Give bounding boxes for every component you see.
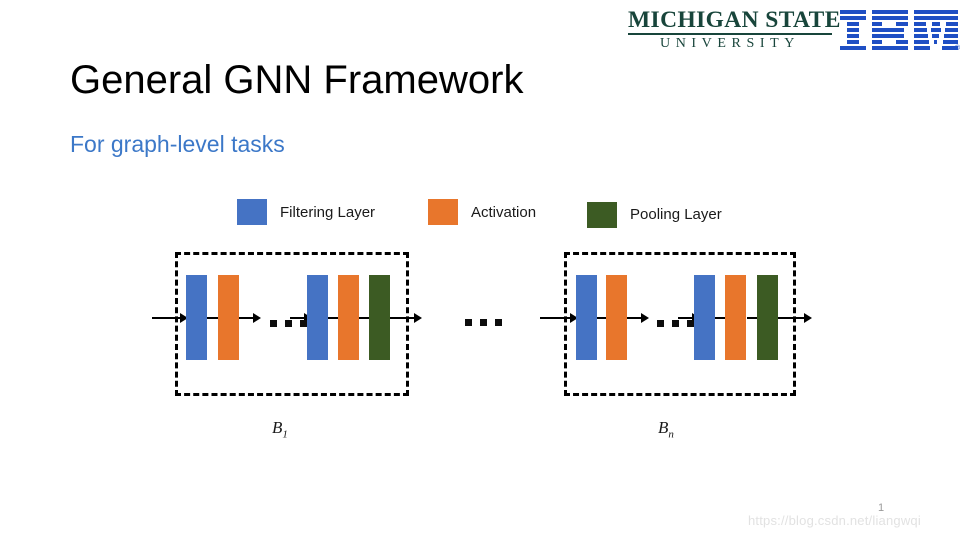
legend-swatch-1 — [428, 199, 458, 225]
flow-arrow-2 — [239, 313, 261, 323]
ibm-trademark-icon: ® — [954, 45, 960, 52]
middle-ellipsis — [465, 319, 502, 326]
legend-label-0: Filtering Layer — [280, 204, 376, 221]
inner-ellipsis-0 — [270, 320, 307, 327]
block-label-1: Bn — [658, 418, 674, 441]
layer-bar-0-3 — [338, 275, 359, 360]
layer-bar-1-4 — [757, 275, 778, 360]
legend-swatch-0 — [237, 199, 267, 225]
legend-label-1: Activation — [471, 204, 537, 221]
page-subtitle: For graph-level tasks — [70, 131, 285, 157]
flow-arrow-7 — [540, 313, 578, 323]
layer-bar-0-1 — [218, 275, 239, 360]
michigan-state-logo: MICHIGAN STATE UNIVERSITY — [624, 7, 841, 52]
layer-bar-0-0 — [186, 275, 207, 360]
msu-wordmark-bottom: UNIVERSITY — [660, 36, 800, 51]
flow-arrow-0 — [152, 313, 188, 323]
layer-bar-1-0 — [576, 275, 597, 360]
logo-group: MICHIGAN STATE UNIVERSITY — [624, 6, 960, 54]
layer-bar-1-2 — [694, 275, 715, 360]
msu-wordmark-top: MICHIGAN STATE — [628, 7, 841, 32]
block-label-0: B1 — [272, 418, 288, 441]
flow-arrow-6 — [390, 313, 422, 323]
layer-bar-0-4 — [369, 275, 390, 360]
block-boundary-1 — [564, 252, 796, 396]
ibm-logo: ® — [840, 10, 960, 52]
layer-bar-1-1 — [606, 275, 627, 360]
page-number: 1 — [878, 502, 885, 514]
flow-arrow-13 — [778, 313, 812, 323]
legend-label-2: Pooling Layer — [630, 206, 722, 223]
legend-swatch-2 — [587, 202, 617, 228]
flow-arrow-9 — [627, 313, 649, 323]
layer-bar-0-2 — [307, 275, 328, 360]
page-title: General GNN Framework — [70, 58, 524, 102]
block-boundary-0 — [175, 252, 409, 396]
msu-divider-rule — [628, 33, 832, 35]
layer-bar-1-3 — [725, 275, 746, 360]
watermark-url: https://blog.csdn.net/liangwqi — [748, 513, 921, 528]
ibm-logo-glyph — [840, 10, 958, 50]
inner-ellipsis-1 — [657, 320, 694, 327]
